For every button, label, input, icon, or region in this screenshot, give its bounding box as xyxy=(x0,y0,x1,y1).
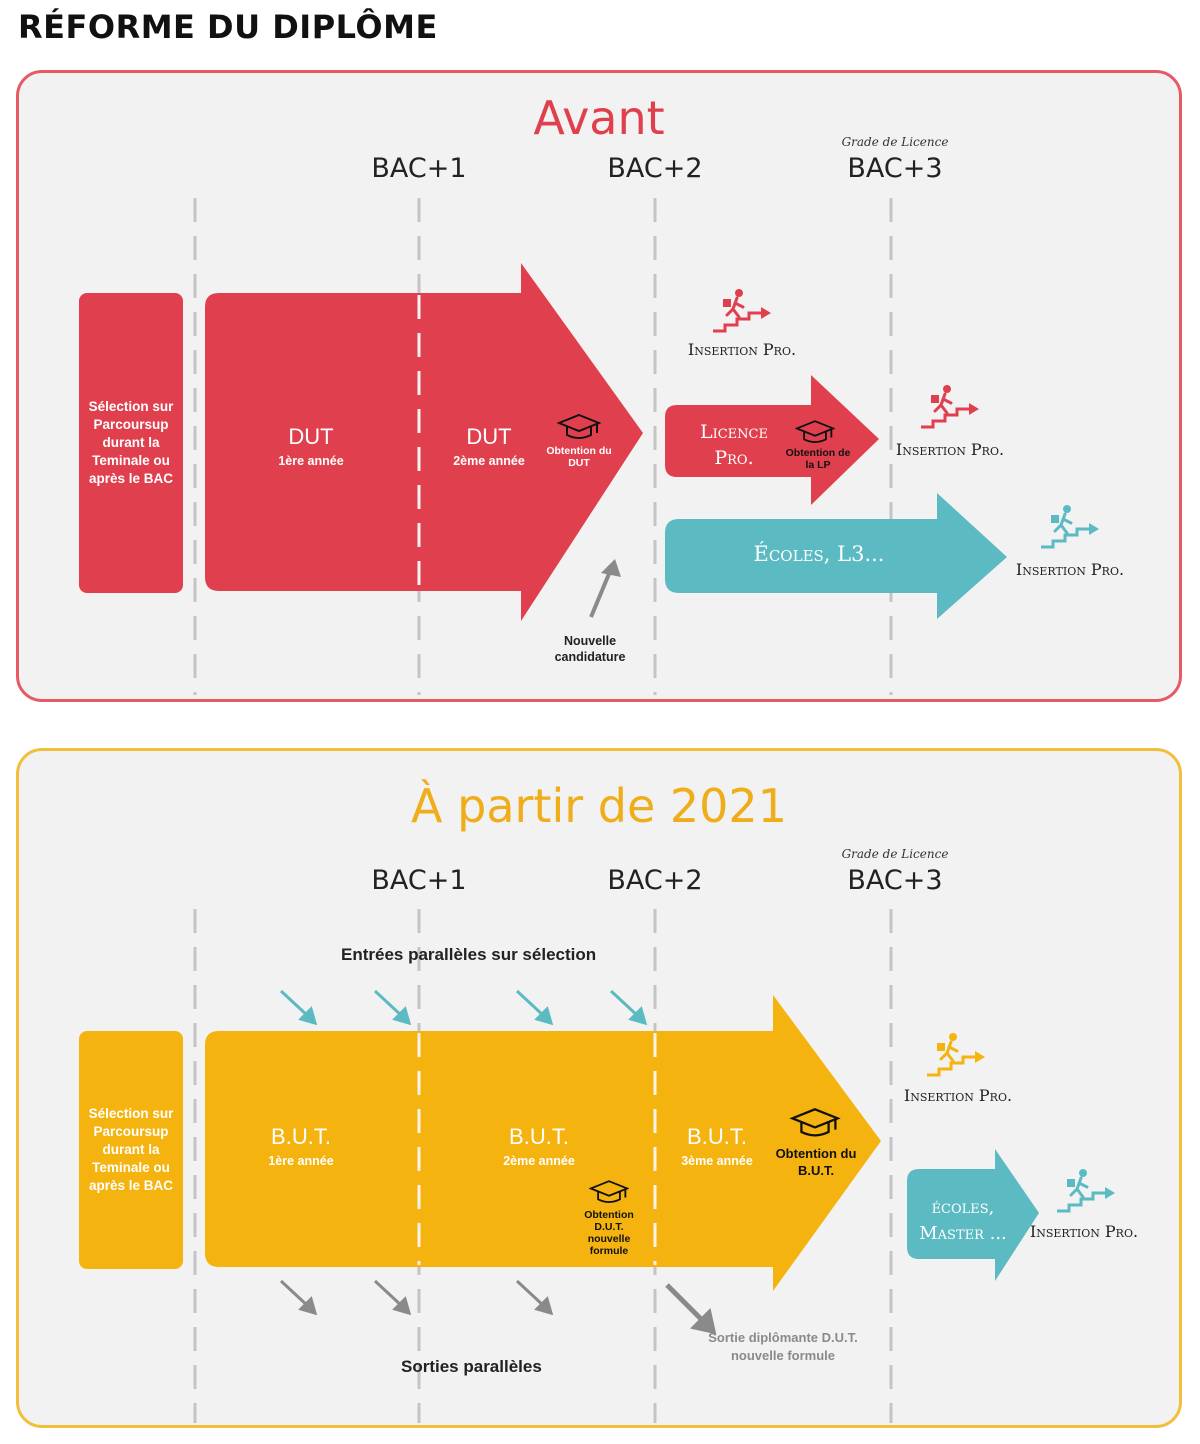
licence-pro-arrow xyxy=(665,375,879,505)
apres-heading: À partir de 2021 xyxy=(411,779,787,833)
obtention-dut-label: Obtention du DUT xyxy=(546,445,612,469)
runner-stairs-icon xyxy=(713,289,771,333)
apres-grade-note: Grade de Licence xyxy=(841,847,949,861)
apres-insertion-2: Insertion Pro. xyxy=(1029,1222,1139,1241)
obtention-but-label: Obtention du B.U.T. xyxy=(775,1146,857,1178)
sorties-arrows xyxy=(279,1279,554,1316)
sortie-diplomante-label: Sortie diplômante D.U.T. nouvelle formul… xyxy=(708,1330,858,1363)
dut-arrow xyxy=(205,263,643,621)
but2-label: B.U.T. 2ème année xyxy=(459,1125,619,1173)
graduation-cap-icon xyxy=(795,420,835,443)
runner-stairs-icon xyxy=(1041,505,1099,549)
sortie-diplomante-arrow xyxy=(665,1283,717,1335)
avant-selection-box: Sélection sur Parcoursup durant la Temin… xyxy=(79,293,183,593)
apres-col-bac1: BAC+1 xyxy=(371,865,467,896)
apres-col-bac2: BAC+2 xyxy=(607,865,703,896)
avant-grade-note: Grade de Licence xyxy=(841,135,949,149)
ecoles-arrow xyxy=(665,493,1007,619)
entrees-arrows xyxy=(279,989,648,1026)
avant-insertion-2: Insertion Pro. xyxy=(895,440,1005,459)
avant-col-bac3: BAC+3 xyxy=(847,153,943,184)
avant-col-bac2: BAC+2 xyxy=(607,153,703,184)
entrees-label: Entrées parallèles sur sélection xyxy=(341,945,597,964)
licence-pro-label: Licence Pro. xyxy=(699,421,768,469)
dut1-sub: 1ère année xyxy=(278,454,344,468)
avant-col-bac1: BAC+1 xyxy=(371,153,467,184)
but3-sub: 3ème année xyxy=(681,1154,753,1168)
but3-title: B.U.T. xyxy=(687,1124,747,1149)
apres-selection-box: Sélection sur Parcoursup durant la Temin… xyxy=(79,1031,183,1269)
but-arrow xyxy=(205,995,881,1291)
obtention-lp-label: Obtention de la LP xyxy=(785,447,851,471)
dut1-label: DUT 1ère année xyxy=(231,425,391,473)
avant-shapes xyxy=(193,198,1007,695)
nouvelle-candidature-label: Nouvelle candidature xyxy=(554,634,626,664)
obtention-dut-nf-label: Obtention D.U.T. nouvelle formule xyxy=(584,1209,634,1257)
ecoles-l3-label: Écoles, L3... xyxy=(753,542,885,566)
dut2-title: DUT xyxy=(466,424,512,449)
page-title: RÉFORME DU DIPLÔME xyxy=(18,8,438,46)
but1-label: B.U.T. 1ère année xyxy=(221,1125,381,1173)
avant-heading: Avant xyxy=(533,91,665,145)
candidature-arrow-head xyxy=(601,559,621,577)
avant-insertion-1: Insertion Pro. xyxy=(687,340,797,359)
but2-title: B.U.T. xyxy=(509,1124,569,1149)
but2-sub: 2ème année xyxy=(503,1154,575,1168)
but3-label: B.U.T. 3ème année xyxy=(637,1125,797,1173)
graduation-cap-icon xyxy=(589,1180,629,1203)
avant-insertion-3: Insertion Pro. xyxy=(1015,560,1125,579)
dut2-sub: 2ème année xyxy=(453,454,525,468)
but1-sub: 1ère année xyxy=(268,1154,334,1168)
panel-2021: À partir de 2021 Grade de Licence BAC+1 … xyxy=(16,748,1182,1428)
apres-shapes xyxy=(193,909,1039,1423)
ecoles-master-arrow xyxy=(907,1149,1039,1281)
candidature-arrow-line xyxy=(589,568,613,618)
apres-col-bac3: BAC+3 xyxy=(847,865,943,896)
runner-stairs-icon xyxy=(921,385,979,429)
runner-stairs-icon xyxy=(1057,1169,1115,1213)
graduation-cap-icon xyxy=(557,413,601,439)
graduation-cap-icon xyxy=(789,1108,841,1137)
panel-avant: Avant Grade de Licence BAC+1 BAC+2 BAC+3… xyxy=(16,70,1182,702)
runner-stairs-icon xyxy=(927,1033,985,1077)
apres-insertion-1: Insertion Pro. xyxy=(903,1086,1013,1105)
sorties-label: Sorties parallèles xyxy=(401,1357,542,1376)
dut1-title: DUT xyxy=(288,424,334,449)
dut2-label: DUT 2ème année xyxy=(409,425,569,473)
but1-title: B.U.T. xyxy=(271,1124,331,1149)
ecoles-master-label: écoles, Master ... xyxy=(919,1197,1007,1244)
